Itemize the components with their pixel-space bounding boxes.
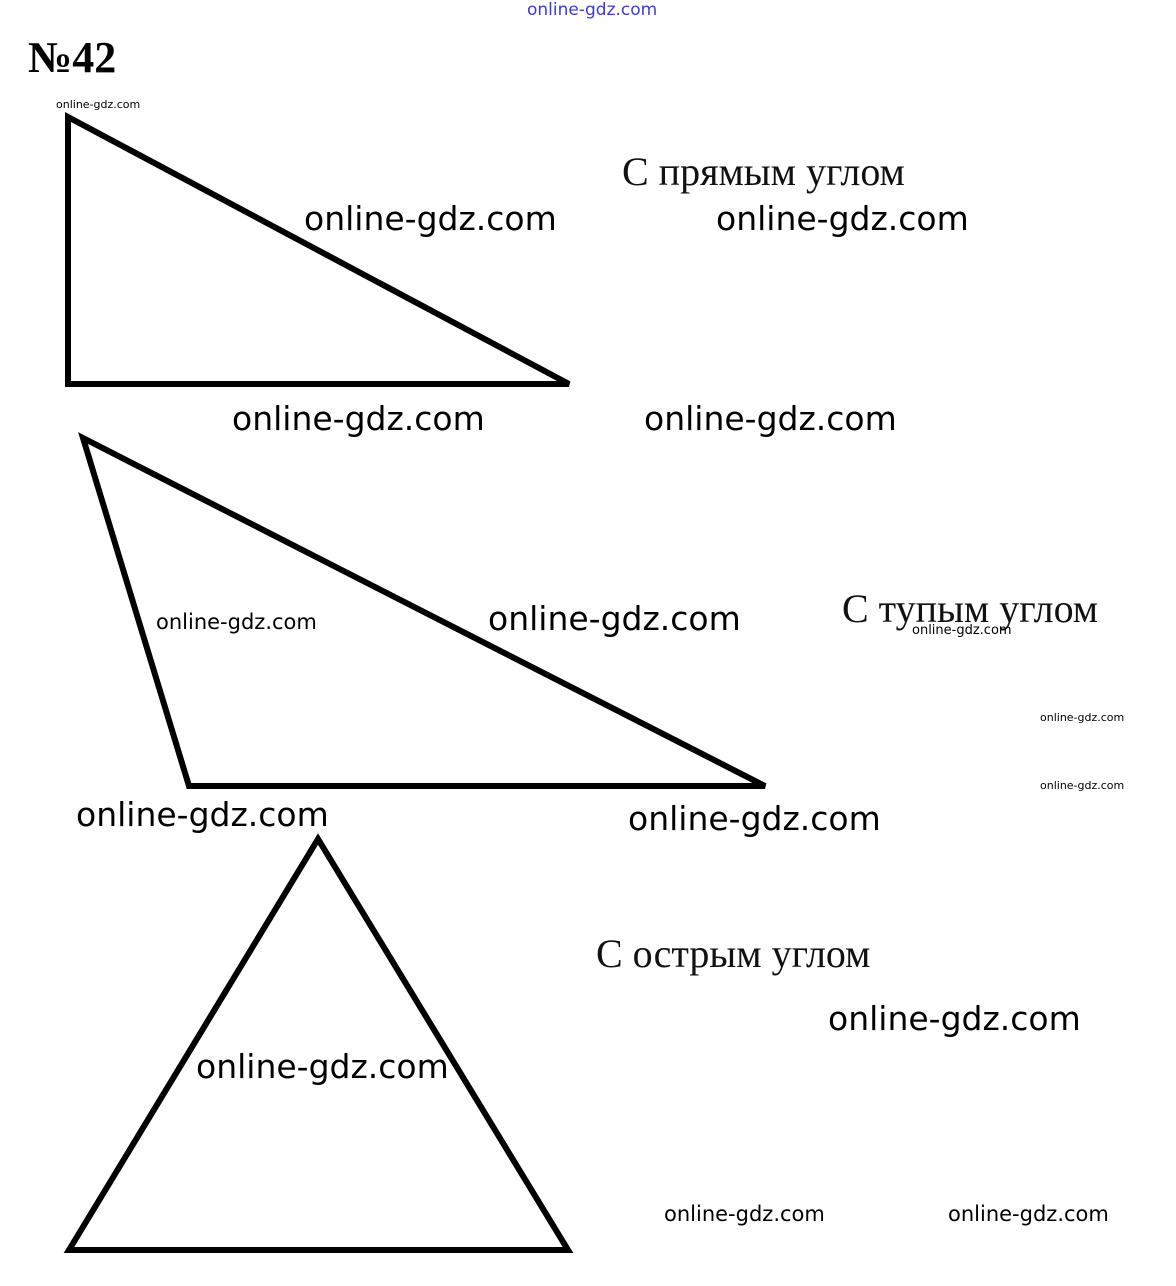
- watermark: online-gdz.com: [196, 1047, 449, 1086]
- watermark: online-gdz.com: [232, 399, 485, 438]
- acute-triangle: [63, 833, 574, 1253]
- watermark: online-gdz.com: [304, 199, 557, 238]
- watermark: online-gdz.com: [76, 795, 329, 834]
- watermark: online-gdz.com: [716, 199, 969, 238]
- right-triangle: [65, 112, 571, 387]
- watermark: online-gdz.com: [488, 599, 741, 638]
- caption-acute-angle: С острым углом: [596, 931, 871, 976]
- watermark: online-gdz.com: [56, 98, 141, 111]
- watermark: online-gdz.com: [644, 399, 897, 438]
- watermark: online-gdz.com: [1040, 711, 1125, 724]
- caption-obtuse-angle: С тупым углом: [842, 586, 1099, 631]
- watermark: online-gdz.com: [912, 623, 1012, 638]
- watermark: online-gdz.com: [628, 799, 881, 838]
- watermark-top: online-gdz.com: [527, 0, 658, 20]
- watermark: online-gdz.com: [156, 610, 317, 634]
- watermark: online-gdz.com: [664, 1202, 825, 1226]
- obtuse-triangle: [78, 432, 767, 789]
- caption-right-angle: С прямым углом: [622, 149, 905, 194]
- watermark: online-gdz.com: [828, 999, 1081, 1038]
- watermark: online-gdz.com: [948, 1202, 1109, 1226]
- watermark: online-gdz.com: [1040, 779, 1125, 792]
- problem-number: №42: [28, 33, 117, 82]
